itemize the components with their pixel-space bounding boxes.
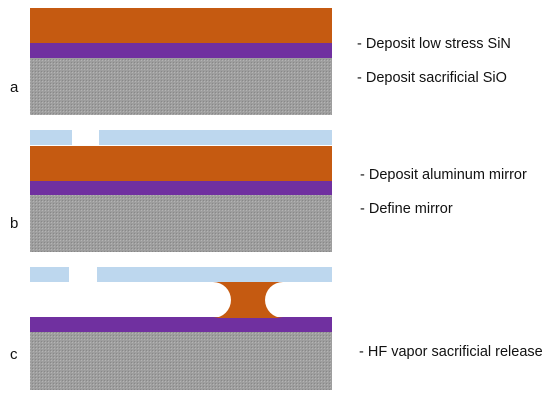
panel-b-step-2: - Define mirror bbox=[360, 201, 453, 217]
panel-c-sacrificial-oxide-layer bbox=[30, 317, 332, 332]
panel-b-substrate bbox=[30, 195, 332, 252]
panel-c-mirror-left-segment bbox=[30, 267, 69, 282]
panel-b-sacrificial-oxide-layer bbox=[30, 181, 332, 195]
panel-b-nitride-layer bbox=[30, 146, 332, 181]
panel-b-mirror-right-segment bbox=[99, 130, 332, 145]
panel-b-letter: b bbox=[10, 215, 18, 232]
panel-c: c - HF vapor sacrificial release bbox=[10, 267, 543, 390]
panel-a: a - Deposit low stress SiN - Deposit sac… bbox=[10, 8, 511, 115]
panel-b-mirror-left-segment bbox=[30, 130, 72, 145]
panel-c-nitride-post bbox=[213, 282, 283, 318]
panel-a-letter: a bbox=[10, 79, 19, 96]
panel-a-step-2: - Deposit sacrificial SiO bbox=[357, 70, 507, 86]
panel-c-step-1: - HF vapor sacrificial release bbox=[359, 344, 543, 360]
panel-c-letter: c bbox=[10, 346, 18, 363]
panel-a-substrate bbox=[30, 58, 332, 115]
panel-a-step-1: - Deposit low stress SiN bbox=[357, 36, 511, 52]
panel-c-mirror-right-segment bbox=[97, 267, 332, 282]
panel-a-sacrificial-oxide-layer bbox=[30, 43, 332, 58]
panel-a-nitride-layer bbox=[30, 8, 332, 43]
panel-c-substrate bbox=[30, 332, 332, 390]
panel-b: b - Deposit aluminum mirror - Define mir… bbox=[10, 130, 527, 252]
panel-b-step-1: - Deposit aluminum mirror bbox=[360, 167, 527, 183]
